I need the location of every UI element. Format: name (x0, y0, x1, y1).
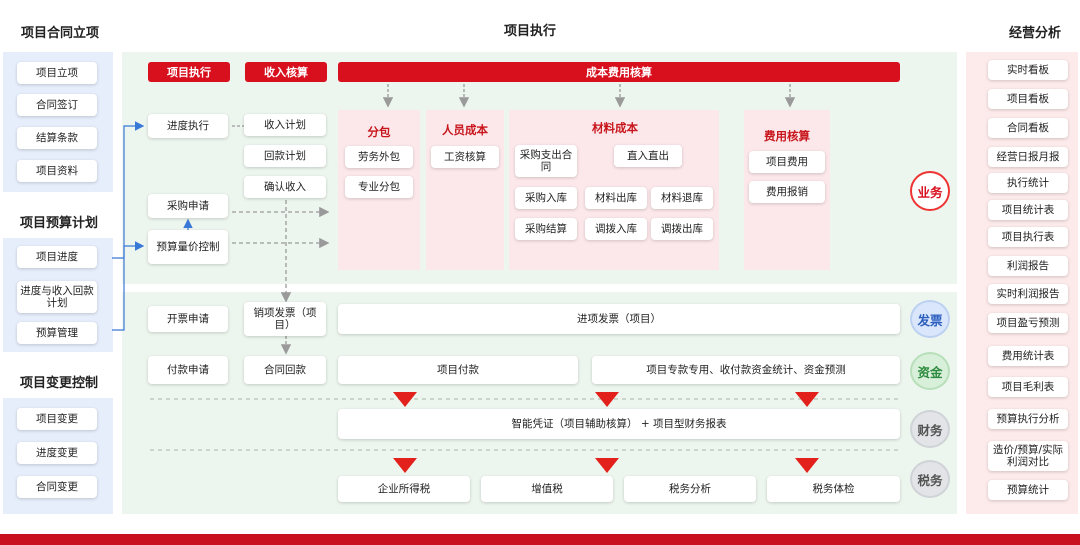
bar-exec: 项目执行 (148, 62, 230, 82)
sales-invoice-box[interactable]: 销项发票（项目） (244, 302, 326, 336)
voucher-box[interactable]: 智能凭证（项目辅助核算） + 项目型财务报表 (338, 409, 900, 439)
project-payment-box[interactable]: 项目付款 (338, 356, 578, 384)
analysis-item[interactable]: 经营日报月报 (988, 147, 1068, 167)
progress-exec-box[interactable]: 进度执行 (148, 114, 228, 138)
header-contract: 项目合同立项 (20, 26, 99, 41)
header-analysis: 经营分析 (1008, 26, 1061, 41)
input-invoice-box[interactable]: 进项发票（项目） (338, 304, 900, 334)
contract-item[interactable]: 项目资料 (17, 160, 97, 182)
analysis-item[interactable]: 执行统计 (988, 173, 1068, 193)
header-change: 项目变更控制 (19, 376, 98, 391)
analysis-item[interactable]: 利润报告 (988, 256, 1068, 276)
change-item[interactable]: 进度变更 (17, 442, 97, 464)
contract-receipt-box[interactable]: 合同回款 (244, 356, 326, 384)
cost-item[interactable]: 采购支出合同 (515, 145, 577, 177)
cost-item[interactable]: 工资核算 (431, 146, 499, 168)
budget-control-box[interactable]: 预算量价控制 (148, 230, 228, 264)
budget-item[interactable]: 进度与收入回款计划 (17, 281, 97, 313)
bar-income: 收入核算 (245, 62, 327, 82)
contract-item[interactable]: 项目立项 (17, 62, 97, 84)
badge-finance: 财务 (910, 410, 950, 448)
payment-apply-box[interactable]: 付款申请 (148, 356, 228, 384)
badge-funds: 资金 (910, 352, 950, 390)
income-plan-box[interactable]: 收入计划 (244, 114, 326, 136)
purchase-apply-box[interactable]: 采购申请 (148, 194, 228, 218)
analysis-item[interactable]: 项目执行表 (988, 227, 1068, 247)
tax-item[interactable]: 增值税 (481, 476, 613, 502)
change-item[interactable]: 合同变更 (17, 476, 97, 498)
header-execution: 项目执行 (503, 24, 556, 39)
analysis-item[interactable]: 实时利润报告 (988, 284, 1068, 304)
confirm-income-box[interactable]: 确认收入 (244, 176, 326, 198)
receipt-plan-box[interactable]: 回款计划 (244, 145, 326, 167)
contract-item[interactable]: 结算条款 (17, 127, 97, 149)
header-budget: 项目预算计划 (19, 216, 98, 231)
bottom-bar (0, 534, 1080, 545)
tax-item[interactable]: 税务分析 (624, 476, 756, 502)
analysis-item[interactable]: 合同看板 (988, 118, 1068, 138)
cost-item[interactable]: 费用报销 (749, 181, 825, 203)
budget-item[interactable]: 项目进度 (17, 246, 97, 268)
analysis-item[interactable]: 费用统计表 (988, 346, 1068, 366)
budget-item[interactable]: 预算管理 (17, 322, 97, 344)
cost-item[interactable]: 调拨入库 (585, 218, 647, 240)
tax-item[interactable]: 税务体检 (767, 476, 900, 502)
subcontract-title: 分包 (367, 125, 391, 139)
analysis-item[interactable]: 预算统计 (988, 480, 1068, 500)
cost-item[interactable]: 采购入库 (515, 187, 577, 209)
analysis-item[interactable]: 项目盈亏预测 (988, 313, 1068, 333)
expense-title: 费用核算 (764, 129, 810, 143)
analysis-item[interactable]: 实时看板 (988, 60, 1068, 80)
analysis-item[interactable]: 项目统计表 (988, 200, 1068, 220)
analysis-item[interactable]: 预算执行分析 (988, 409, 1068, 429)
analysis-item[interactable]: 项目毛利表 (988, 377, 1068, 397)
cost-item[interactable]: 材料退库 (651, 187, 713, 209)
cost-item[interactable]: 项目费用 (749, 151, 825, 173)
invoice-apply-box[interactable]: 开票申请 (148, 306, 228, 332)
cost-item[interactable]: 调拨出库 (651, 218, 713, 240)
personnel-panel (426, 110, 504, 270)
badge-invoice: 发票 (910, 300, 950, 338)
analysis-item[interactable]: 造价/预算/实际利润对比 (988, 441, 1068, 471)
analysis-item[interactable]: 项目看板 (988, 89, 1068, 109)
bar-cost: 成本费用核算 (338, 62, 900, 82)
contract-item[interactable]: 合同签订 (17, 94, 97, 116)
tax-item[interactable]: 企业所得税 (338, 476, 470, 502)
badge-tax: 税务 (910, 460, 950, 498)
change-item[interactable]: 项目变更 (17, 408, 97, 430)
personnel-title: 人员成本 (442, 123, 488, 137)
badge-business: 业务 (910, 171, 950, 211)
material-title: 材料成本 (592, 121, 638, 135)
cost-item[interactable]: 直入直出 (614, 145, 682, 167)
fund-stats-box[interactable]: 项目专款专用、收付款资金统计、资金预测 (592, 356, 900, 384)
cost-item[interactable]: 专业分包 (345, 176, 413, 198)
cost-item[interactable]: 劳务外包 (345, 146, 413, 168)
cost-item[interactable]: 采购结算 (515, 218, 577, 240)
cost-item[interactable]: 材料出库 (585, 187, 647, 209)
